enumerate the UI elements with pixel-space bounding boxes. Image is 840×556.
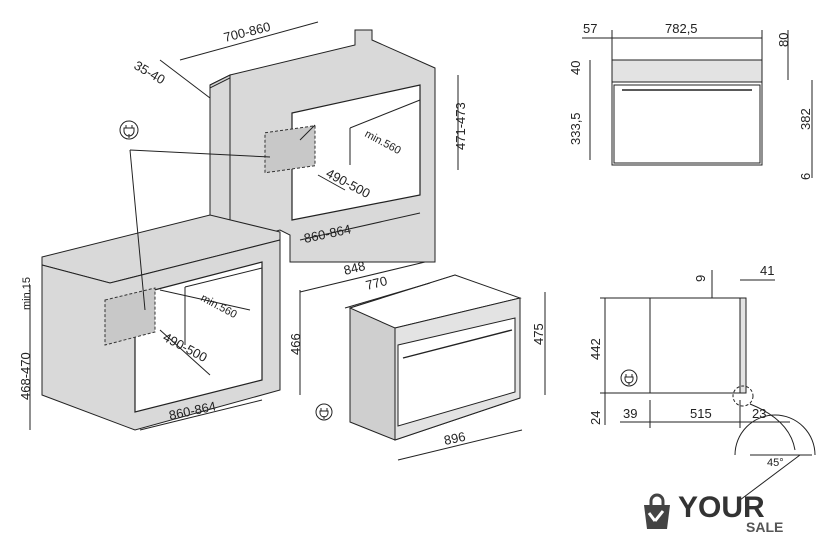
- dimension-lines: [29, 21, 546, 461]
- label-23: 23: [752, 406, 766, 421]
- lower-cabinet: [41, 239, 281, 431]
- label-57: 57: [583, 21, 597, 36]
- brand-logo: YOUR SALE: [636, 491, 796, 537]
- label-466: 466: [288, 333, 303, 355]
- label-24: 24: [588, 411, 603, 425]
- plug-icon-appliance: [315, 403, 333, 421]
- plug-icon-side: [620, 369, 638, 387]
- label-9: 9: [693, 275, 708, 282]
- label-333-5: 333,5: [568, 112, 583, 145]
- shopping-bag-icon: [644, 493, 670, 529]
- label-45-deg: 45°: [767, 457, 784, 469]
- label-min-15: min.15: [21, 277, 33, 310]
- label-442: 442: [588, 338, 603, 360]
- upper-cabinet: [209, 29, 436, 263]
- brand-word-your: YOUR: [678, 491, 765, 524]
- brand-word-sale: SALE: [746, 519, 784, 535]
- label-40: 40: [568, 61, 583, 75]
- label-770: 770: [364, 273, 389, 293]
- label-depth-700-860: 700-860: [222, 19, 272, 45]
- label-upper-height: 471-473: [453, 102, 468, 150]
- label-475: 475: [531, 323, 546, 345]
- label-lower-height: 468-470: [18, 352, 33, 400]
- label-80: 80: [776, 33, 791, 47]
- label-848: 848: [342, 258, 367, 278]
- label-39: 39: [623, 406, 637, 421]
- front-view: [582, 30, 813, 178]
- label-782-5: 782,5: [665, 21, 698, 36]
- oven-appliance: [348, 274, 522, 441]
- label-6: 6: [798, 173, 813, 180]
- plug-icon: [119, 120, 139, 140]
- side-view: [600, 270, 816, 501]
- label-515: 515: [690, 406, 712, 421]
- label-41: 41: [760, 263, 774, 278]
- label-896: 896: [443, 429, 467, 448]
- label-382: 382: [798, 108, 813, 130]
